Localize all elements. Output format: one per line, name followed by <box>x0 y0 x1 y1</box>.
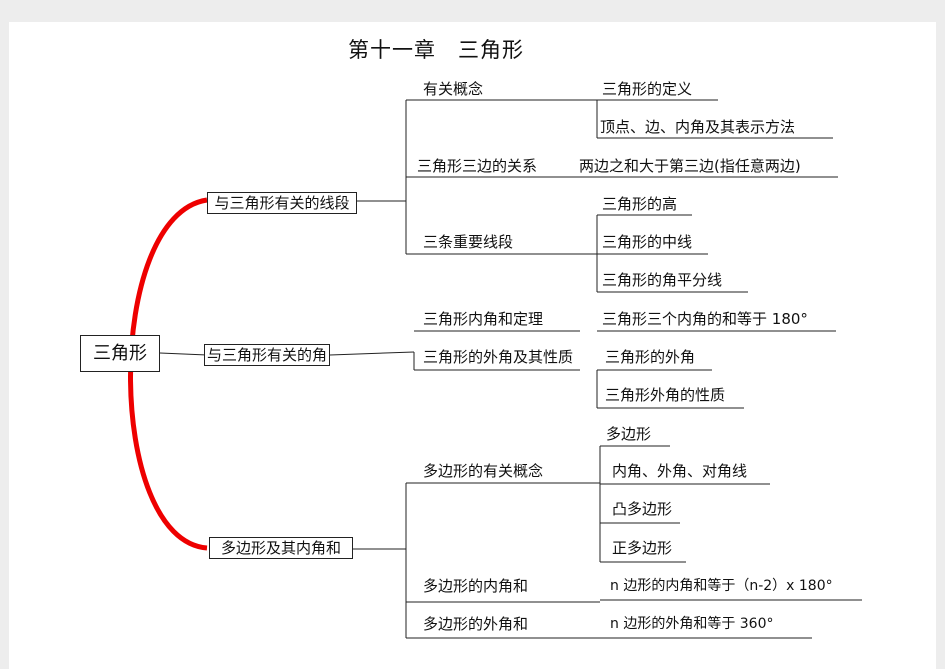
branch-label: 与三角形有关的角 <box>206 346 327 364</box>
branch-label: 与三角形有关的线段 <box>214 194 350 212</box>
leaf-label: n 边形的内角和等于（n-2）x 180° <box>610 578 833 594</box>
paper <box>9 22 936 669</box>
branch-node-polygons: 多边形及其内角和 <box>209 537 353 559</box>
leaf-label: 三角形的角平分线 <box>602 271 723 289</box>
child-label: 三条重要线段 <box>423 233 514 251</box>
leaf-label: 三角形三个内角的和等于 180° <box>602 310 808 328</box>
child-label: 多边形的有关概念 <box>423 462 544 480</box>
branch-node-segments: 与三角形有关的线段 <box>207 192 357 214</box>
child-label: 三角形内角和定理 <box>423 310 544 328</box>
leaf-label: 三角形的高 <box>602 195 678 213</box>
leaf-label: 三角形的定义 <box>602 80 693 98</box>
branch-label: 多边形及其内角和 <box>220 539 341 557</box>
leaf-label: 正多边形 <box>612 539 673 557</box>
child-label: 三角形的外角及其性质 <box>423 348 574 366</box>
branch-node-angles: 与三角形有关的角 <box>204 344 330 366</box>
leaf-label: 顶点、边、内角及其表示方法 <box>600 118 796 136</box>
leaf-label: 三角形的中线 <box>602 233 693 251</box>
leaf-label: 三角形外角的性质 <box>605 386 726 404</box>
leaf-label: 凸多边形 <box>612 500 673 518</box>
leaf-label: 三角形的外角 <box>605 348 696 366</box>
leaf-label: 内角、外角、对角线 <box>612 462 748 480</box>
child-label: 多边形的内角和 <box>423 577 529 595</box>
root-label: 三角形 <box>93 342 147 364</box>
leaf-label: n 边形的外角和等于 360° <box>610 616 774 632</box>
branch-2-connector <box>329 351 415 356</box>
child-label: 有关概念 <box>423 80 484 98</box>
root-connector <box>159 352 208 356</box>
root-curve <box>128 197 208 551</box>
page-title: 第十一章 三角形 <box>348 38 524 62</box>
root-node: 三角形 <box>80 335 160 372</box>
child-label: 多边形的外角和 <box>423 615 529 633</box>
leaf-label: 两边之和大于第三边(指任意两边) <box>579 157 801 175</box>
leaf-label: 多边形 <box>606 425 652 443</box>
child-label: 三角形三边的关系 <box>417 157 538 175</box>
